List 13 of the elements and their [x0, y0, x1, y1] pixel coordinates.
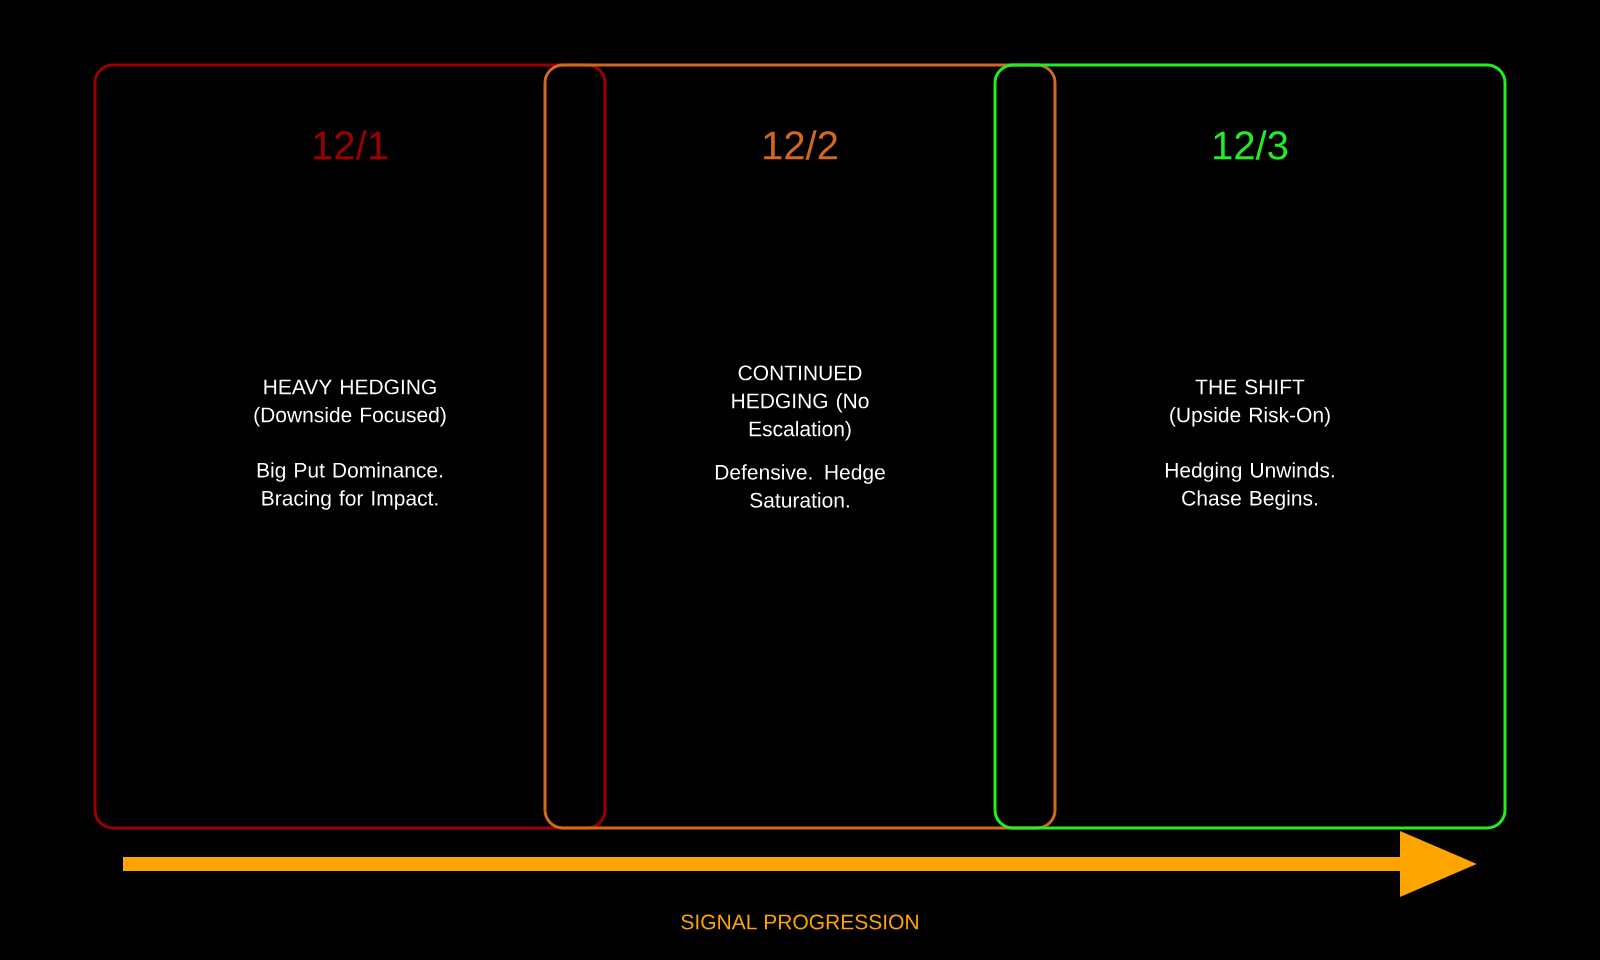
axis-label: SIGNAL PROGRESSION	[681, 914, 918, 930]
stage-description: Hedging Unwinds. Chase Begins.	[1165, 462, 1334, 510]
stage-heading: HEAVY HEDGING (Downside Focused)	[254, 379, 446, 427]
date-label: 12/2	[764, 130, 837, 160]
stage-box	[543, 63, 1057, 830]
date-label: 12/3	[1214, 130, 1288, 160]
stage-heading: THE SHIFT (Upside Risk-On)	[1170, 379, 1330, 427]
stage-box	[93, 63, 607, 830]
stage-description: Defensive. Hedge Saturation.	[715, 464, 885, 508]
date-label: 12/1	[314, 130, 387, 160]
stage-heading: CONTINUED HEDGING (No Escalation)	[732, 365, 869, 441]
stage-description: Big Put Dominance. Bracing for Impact.	[257, 462, 442, 510]
stage-box	[993, 63, 1507, 830]
